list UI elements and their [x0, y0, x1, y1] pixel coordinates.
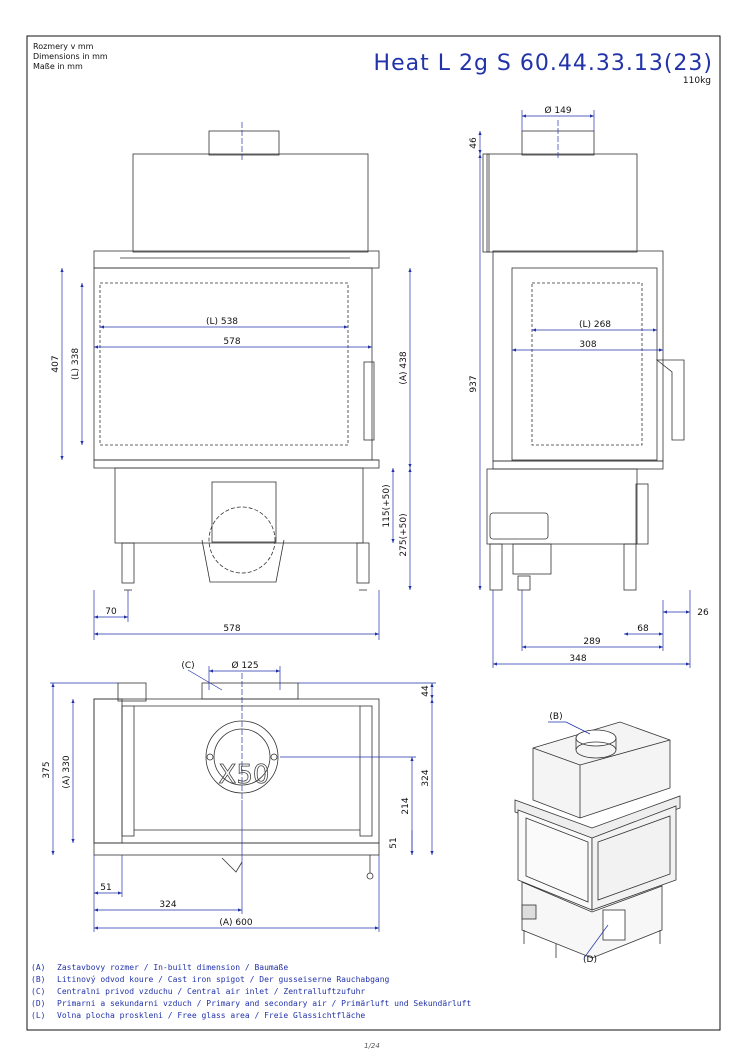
front-body: [93, 267, 373, 461]
side-door-handle: [655, 359, 685, 441]
plan-label-c: (C): [181, 661, 194, 671]
front-dim-base-height: 275(+50): [399, 513, 409, 556]
side-dim-offset-289: 289: [583, 637, 600, 647]
side-flue-spigot: [521, 130, 595, 156]
front-dim-offset-left: 70: [105, 607, 117, 617]
front-frame-band: [93, 250, 380, 269]
legend-text-c: Centralni privod vzduchu / Central air i…: [57, 987, 365, 996]
side-dim-depth: 348: [569, 654, 586, 664]
side-dim-flue-diameter: Ø 149: [544, 105, 571, 116]
side-glass-area: [511, 267, 658, 461]
units-note: Rozmery v mm Dimensions in mm Maße in mm: [33, 42, 108, 71]
front-dim-overall-width: 578: [223, 624, 240, 634]
units-line-2: Dimensions in mm: [33, 52, 108, 61]
weight-label: 110kg: [683, 76, 711, 86]
plan-dim-top-offset: 44: [421, 685, 431, 697]
iso-flue-spigot: [575, 729, 617, 747]
side-dim-total-height: 937: [469, 375, 479, 392]
side-dim-glass-width: (L) 268: [579, 320, 611, 330]
page-number: 1/24: [364, 1042, 380, 1050]
legend: (A) Zastavbovy rozmer / In-built dimensi…: [31, 963, 471, 1020]
plan-base-plate: [93, 842, 380, 856]
legend-text-b: Litinový odvod koure / Cast iron spigot …: [57, 975, 390, 984]
front-door-handle: [363, 361, 375, 441]
side-dim-offset-68: 68: [637, 624, 649, 634]
front-air-inlet-circle: [208, 506, 276, 574]
sheet-border: [26, 35, 721, 1031]
front-view-dimensions: [60, 122, 412, 640]
front-view-labels: (L) 538 578 (L) 338 407 (A) 438 115(+50)…: [51, 317, 409, 634]
legend-key-d: (D): [31, 999, 45, 1008]
iso-view-labels: (B) (D): [549, 712, 597, 965]
iso-label-d: (D): [583, 955, 597, 965]
side-top-box: [486, 153, 638, 253]
legend-key-l: (L): [31, 1011, 45, 1020]
side-lower-box: [486, 468, 638, 545]
side-dim-inner-width: 308: [579, 340, 596, 350]
front-dim-total-height: 407: [51, 355, 61, 372]
legend-key-c: (C): [31, 987, 45, 996]
front-lower-box: [114, 467, 364, 544]
plan-dim-inlet-height: 214: [401, 797, 411, 814]
front-dim-built-height: (A) 438: [399, 351, 409, 384]
front-dim-glass-height: (L) 338: [71, 348, 81, 380]
legend-key-a: (A): [31, 963, 45, 972]
plan-dim-left-offset: 51: [100, 883, 111, 893]
plan-dim-built-width: (A) 600: [219, 918, 252, 928]
plan-view-dimensions: [50, 666, 436, 932]
plan-dim-depth-built: (A) 330: [62, 755, 72, 788]
plan-dim-small-offset: 51: [389, 837, 399, 848]
side-body: [492, 250, 664, 462]
front-view: [93, 130, 380, 591]
units-line-1: Rozmery v mm: [33, 42, 94, 51]
legend-text-d: Primarni a sekundarni vzduch / Primary a…: [57, 999, 471, 1008]
side-view-dimensions: [478, 110, 691, 668]
front-glass-area: [99, 282, 349, 446]
plan-dim-depth-total: 375: [42, 761, 52, 778]
front-air-inlet-pipe: [211, 481, 277, 543]
side-view: [482, 130, 685, 591]
plan-air-inlet-collar: [201, 682, 299, 700]
plan-circle-label: X50: [219, 760, 270, 790]
plan-dim-inlet-diameter: Ø 125: [231, 660, 258, 671]
plan-dim-inlet-center: 324: [421, 769, 431, 786]
side-dim-top-offset: 46: [469, 137, 479, 149]
units-line-3: Maße in mm: [33, 62, 83, 71]
iso-air-valve: [602, 909, 626, 941]
side-view-labels: Ø 149 46 937 (L) 268 308 26 68 289 348: [469, 105, 709, 664]
front-top-box: [132, 153, 369, 253]
plan-view-labels: (C) Ø 125 44 375 (A) 330 324 214 51 51 3…: [42, 660, 431, 928]
legend-text-l: Volna plocha proskleni / Free glass area…: [57, 1011, 365, 1020]
drawing-title: Heat L 2g S 60.44.33.13(23): [374, 51, 713, 76]
side-dim-right-offset: 26: [697, 608, 709, 618]
front-dim-air-inlet-height: 115(+50): [382, 484, 392, 527]
isometric-view: [514, 721, 681, 959]
legend-key-b: (B): [31, 975, 45, 984]
front-dim-glass-width: (L) 538: [206, 317, 238, 327]
front-flue-spigot: [208, 130, 280, 156]
front-dim-inner-width: 578: [223, 337, 240, 347]
legend-text-a: Zastavbovy rozmer / In-built dimension /…: [57, 963, 288, 972]
plan-dim-center-offset: 324: [159, 900, 176, 910]
iso-label-b: (B): [549, 712, 562, 722]
